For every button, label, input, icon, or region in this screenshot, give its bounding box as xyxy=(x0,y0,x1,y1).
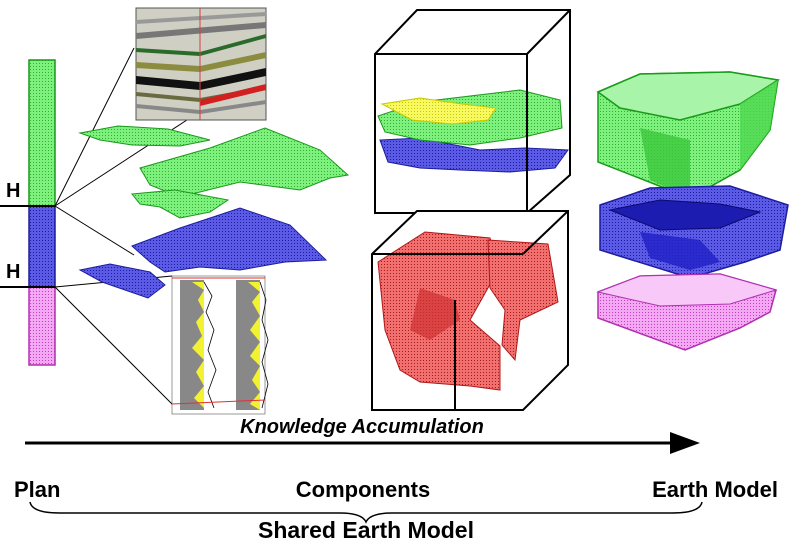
blue-surface-1 xyxy=(131,207,328,273)
plan-bar-blue xyxy=(28,205,56,288)
footer-title: Shared Earth Model xyxy=(258,517,474,543)
arrow-label: Knowledge Accumulation xyxy=(240,416,484,438)
stage-label-earth-model: Earth Model xyxy=(652,477,778,502)
blue-surface-2 xyxy=(78,263,166,299)
stage-label-plan: Plan xyxy=(14,477,60,502)
horizon-surfaces xyxy=(78,125,350,299)
earth-model-magenta-block xyxy=(596,273,778,351)
cube-blue-horizon xyxy=(379,137,569,173)
green-surface-1 xyxy=(78,125,211,147)
earth-model-green-block xyxy=(596,71,781,199)
green-surface-3 xyxy=(131,189,230,219)
well-log-image xyxy=(171,275,269,415)
cube-yellow-horizon xyxy=(380,97,497,125)
footer-brace xyxy=(29,501,703,524)
cube-red-fault-2 xyxy=(487,239,559,362)
components-cube-horizons xyxy=(374,9,571,214)
stage-label-components: Components xyxy=(296,477,430,502)
earth-model-blue-block xyxy=(599,185,789,279)
seismic-section-image xyxy=(135,7,267,121)
plan-bar-green xyxy=(28,59,56,207)
plan-bar-magenta xyxy=(28,286,56,366)
components-cube-faults xyxy=(371,210,569,411)
horizon-marker-1: H xyxy=(6,180,20,202)
knowledge-arrow: Knowledge Accumulation xyxy=(25,416,700,454)
earth-model-blocks xyxy=(596,71,789,351)
horizon-marker-2: H xyxy=(6,261,20,283)
plan-column: H H xyxy=(0,59,56,366)
